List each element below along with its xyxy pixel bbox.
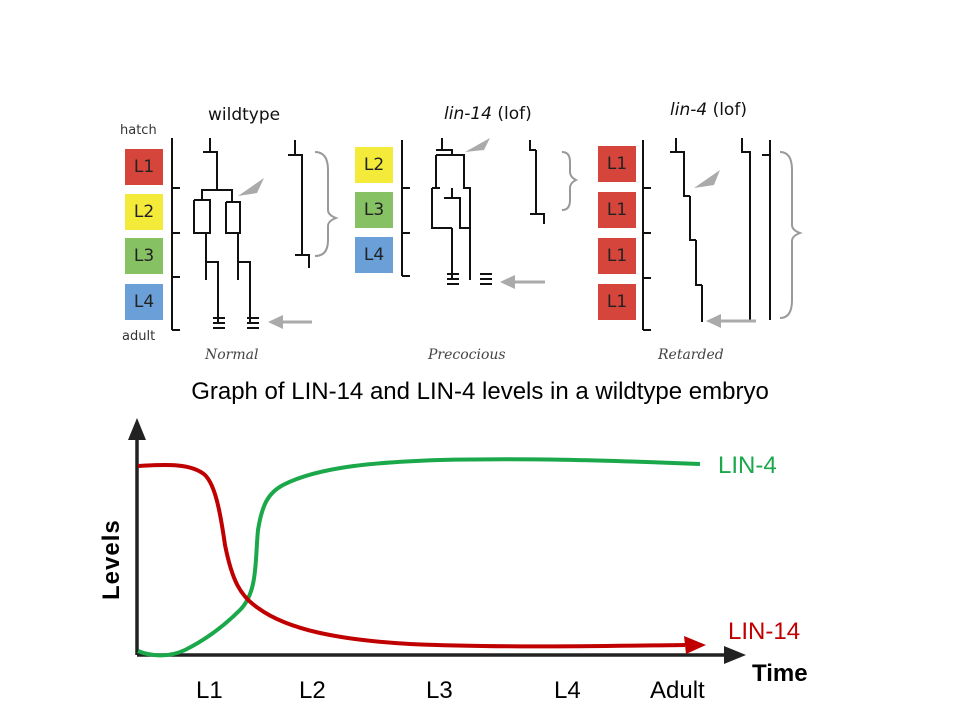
- wildtype-seam-cell-fates: [213, 317, 259, 329]
- stage-box: L1: [598, 192, 636, 228]
- x-axis-arrowhead: [724, 646, 746, 664]
- lin-14-heterochronic-arrowhead: [465, 138, 490, 152]
- lin-4-label: LIN-4: [718, 452, 777, 479]
- x-axis-label: Time: [752, 660, 808, 687]
- stage-box: L2: [125, 194, 163, 230]
- lin-14-arrowhead: [684, 636, 706, 654]
- precocious-caption: Precocious: [428, 347, 506, 363]
- lin-14-timeline: [401, 140, 410, 277]
- lin-4-timeline: [642, 140, 651, 331]
- x-tick-label: Adult: [650, 677, 705, 704]
- lin-14-seam-lineage: [431, 138, 471, 280]
- stage-box: L1: [125, 149, 163, 185]
- lin-14-bracket: [561, 151, 579, 211]
- wildtype-other-lineage: [288, 140, 310, 268]
- x-tick-label: L3: [426, 677, 453, 704]
- normal-caption: Normal: [205, 347, 259, 363]
- lin-14-other-lineage: [529, 140, 545, 224]
- lin-4-seam-lineage: [670, 138, 703, 322]
- lin-4-curve: [137, 457, 701, 658]
- wildtype-adult-arrowhead: [268, 315, 283, 329]
- stage-box: L1: [598, 238, 636, 274]
- lin-4-gene-name: lin-4: [670, 100, 708, 120]
- lineage-drawings: [171, 138, 803, 331]
- stage-box: L2: [355, 147, 393, 183]
- lin-4-other-lineages: [741, 138, 771, 322]
- retarded-caption: Retarded: [658, 347, 724, 363]
- graph-title: Graph of LIN-14 and LIN-4 levels in a wi…: [191, 378, 769, 405]
- lin-14-label: LIN-14: [728, 618, 801, 645]
- stage-box: L4: [125, 284, 163, 320]
- wildtype-title: wildtype: [208, 105, 281, 125]
- stage-box: L1: [598, 146, 636, 182]
- wildtype-heterochronic-arrowhead: [238, 178, 264, 196]
- y-axis-arrowhead: [128, 418, 146, 440]
- x-tick-label: L4: [554, 677, 581, 704]
- y-axis-label: Levels: [98, 519, 125, 600]
- lin-14-lof-suffix: (lof): [492, 104, 532, 124]
- stage-box: L3: [355, 192, 393, 228]
- lin-4-heterochronic-arrowhead: [694, 170, 720, 188]
- wildtype-timeline: [171, 138, 180, 331]
- stage-box: L4: [355, 237, 393, 273]
- lin-14-curve: [137, 463, 686, 649]
- x-tick-label: L2: [299, 677, 326, 704]
- stage-box: L1: [598, 284, 636, 320]
- x-tick-label: L1: [196, 677, 223, 704]
- wildtype-seam-lineage: [193, 138, 251, 322]
- wildtype-bracket: [314, 151, 339, 257]
- lin-4-bracket: [779, 151, 803, 319]
- lin-14-gene-name: lin-14: [444, 104, 492, 124]
- lin-4-lof-suffix: (lof): [707, 100, 747, 120]
- adult-label: adult: [122, 329, 156, 344]
- stage-box: L3: [125, 238, 163, 274]
- hatch-label: hatch: [120, 123, 157, 138]
- lin-14-seam-cell-fates: [447, 273, 492, 285]
- lin-4-title: lin-4 (lof): [670, 100, 747, 120]
- lin-14-title: lin-14 (lof): [444, 104, 532, 124]
- lin-14-adult-arrowhead: [500, 275, 515, 289]
- lin-4-adult-arrowhead: [706, 314, 721, 328]
